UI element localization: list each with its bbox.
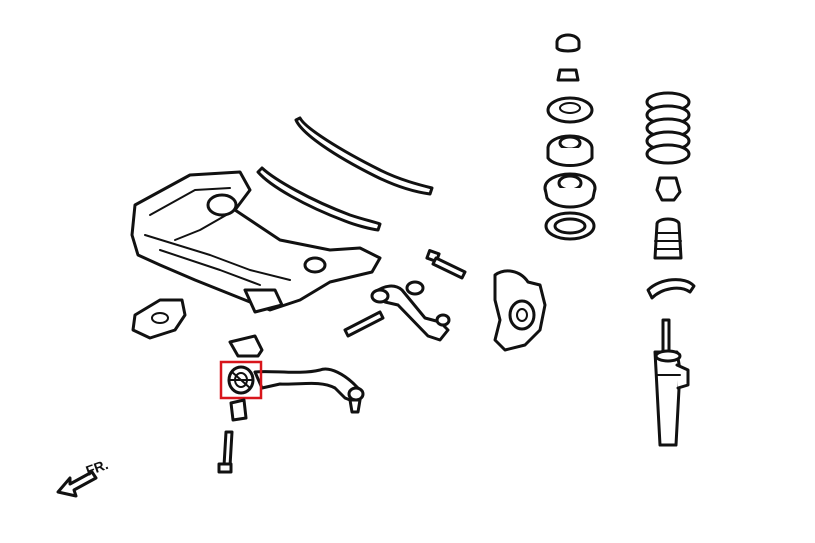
lower-bushing-insert — [229, 398, 248, 422]
front-subframe — [130, 170, 382, 314]
arrow-left-icon — [56, 470, 98, 498]
lower-arm-bushing — [227, 365, 255, 395]
bushing-bracket — [228, 334, 264, 358]
dust-boot — [653, 217, 683, 260]
lower-control-arm — [253, 367, 365, 414]
upper-control-arm — [343, 280, 451, 342]
lower-spring-pad — [646, 278, 696, 300]
steering-knuckle — [493, 269, 547, 352]
sway-bar — [256, 116, 434, 232]
bump-stop — [655, 176, 682, 202]
engine-mount — [131, 298, 187, 340]
direction-label: FR. — [84, 456, 111, 479]
strut-bearing — [546, 134, 594, 167]
bolt-upper — [425, 249, 467, 280]
strut-top-cap — [555, 33, 581, 53]
bolt-lower — [217, 430, 234, 474]
coil-spring — [645, 91, 691, 165]
shock-absorber — [653, 318, 690, 447]
highlight-box — [219, 360, 263, 400]
strut-mount-plate — [546, 96, 594, 124]
strut-nut — [556, 68, 580, 82]
spring-seat — [543, 172, 597, 209]
spring-isolator — [544, 211, 596, 241]
